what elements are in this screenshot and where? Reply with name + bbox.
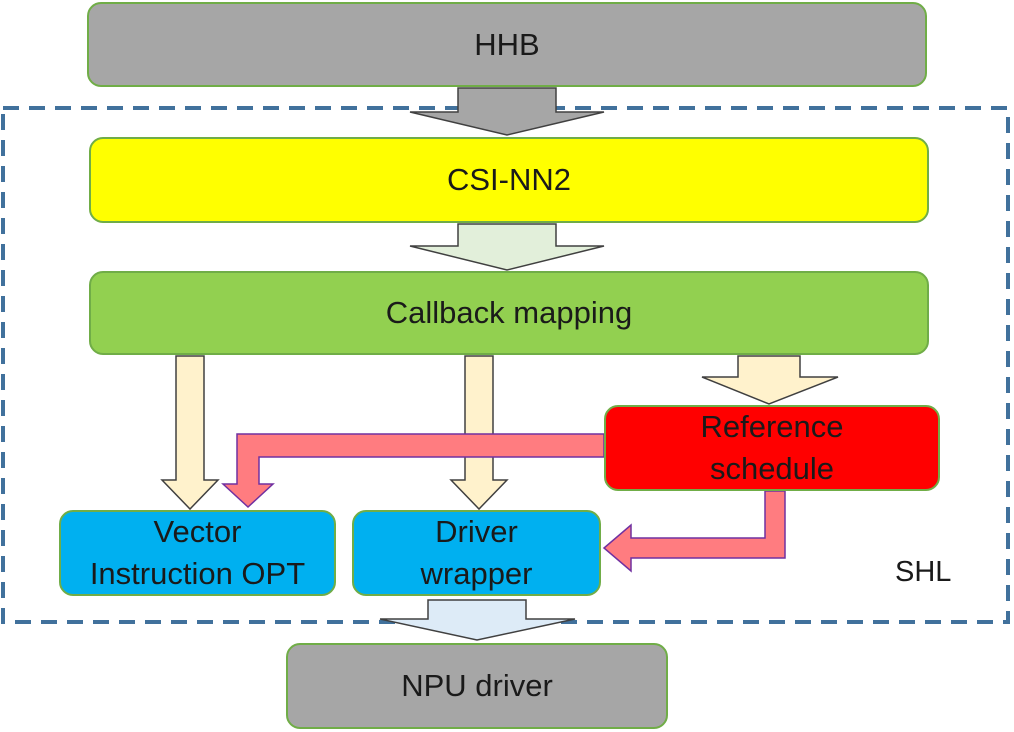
driver-wrapper-label: Driver wrapper xyxy=(420,514,533,591)
arrow-reference-to-driver xyxy=(602,490,786,573)
driver-wrapper-node: Driver wrapper xyxy=(352,510,601,596)
reference-schedule-node: Reference schedule xyxy=(604,405,940,491)
arrow-driver-to-npu xyxy=(379,599,576,641)
callback-mapping-label: Callback mapping xyxy=(385,295,633,330)
arrow-callback-to-driver xyxy=(449,355,509,511)
arrow-callback-to-reference xyxy=(701,355,839,405)
arrow-callback-to-vector xyxy=(160,355,220,511)
hhb-node: HHB xyxy=(87,2,927,87)
shl-group-label: SHL xyxy=(895,556,952,588)
vector-instruction-opt-label: Vector Instruction OPT xyxy=(89,514,306,591)
callback-mapping-node: Callback mapping xyxy=(89,271,929,355)
arrow-csinn-to-callback xyxy=(409,223,605,271)
csi-nn2-node: CSI-NN2 xyxy=(89,137,929,223)
arrow-hhb-to-csinn xyxy=(409,87,605,136)
vector-instruction-opt-node: Vector Instruction OPT xyxy=(59,510,336,596)
csi-nn2-label: CSI-NN2 xyxy=(446,162,571,197)
hhb-label: HHB xyxy=(474,26,540,62)
npu-driver-node: NPU driver xyxy=(286,643,668,729)
reference-schedule-label: Reference schedule xyxy=(700,409,844,486)
arrow-reference-to-vector xyxy=(221,433,605,509)
npu-driver-label: NPU driver xyxy=(401,668,553,703)
